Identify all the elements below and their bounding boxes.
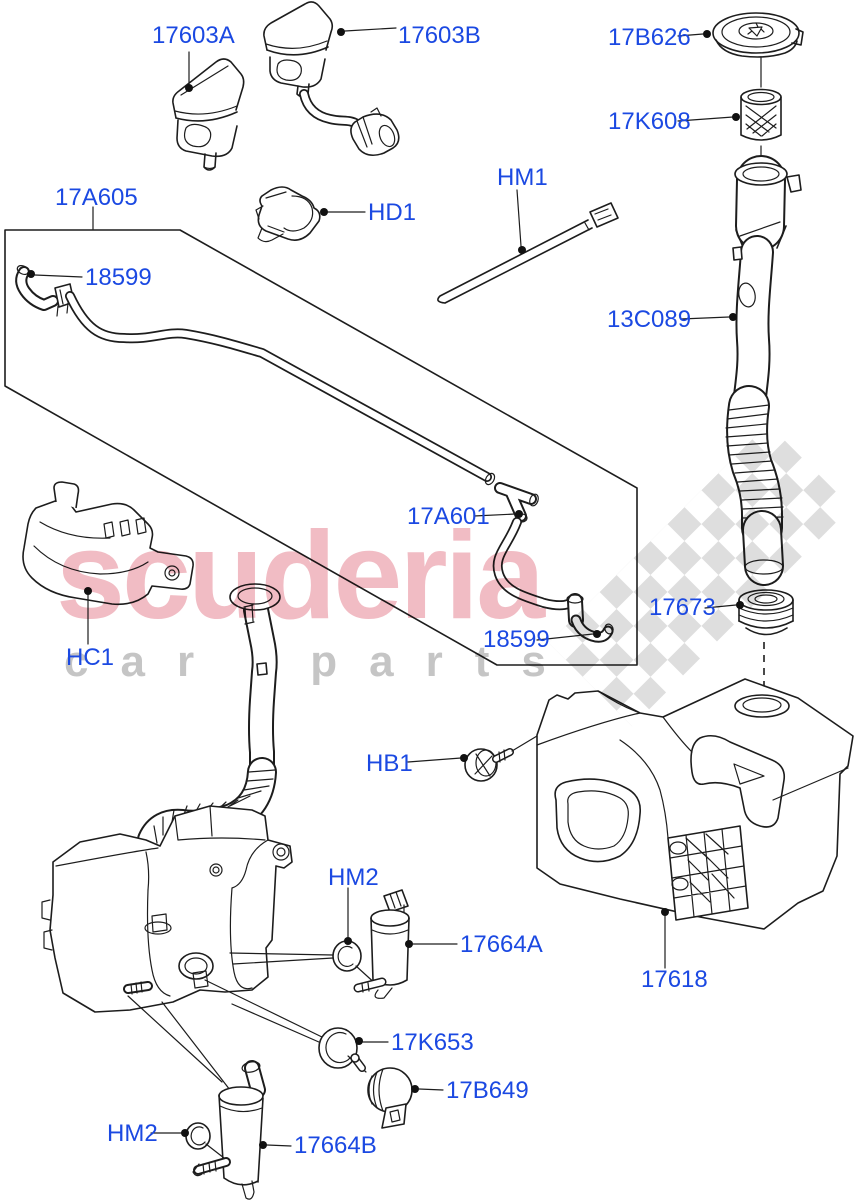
- part-label-18599-upper[interactable]: 18599: [85, 264, 152, 291]
- hose-assembly-drawing: [15, 264, 614, 643]
- pump-b-drawing: [192, 1060, 266, 1200]
- washer-jet-b-drawing: [263, 1, 400, 157]
- reservoir-cap-drawing: [712, 12, 804, 58]
- filter-drawing: [740, 56, 782, 167]
- clip-drawing: [255, 186, 321, 243]
- cable-tie-drawing: [437, 202, 619, 304]
- part-label-HM2-upper[interactable]: HM2: [328, 864, 379, 891]
- part-label-17K653[interactable]: 17K653: [391, 1029, 474, 1056]
- part-label-13C089[interactable]: 13C089: [607, 306, 692, 333]
- part-label-17673[interactable]: 17673: [649, 594, 716, 621]
- part-label-HD1[interactable]: HD1: [368, 199, 417, 226]
- part-label-17618[interactable]: 17618: [641, 966, 708, 993]
- part-label-17664B[interactable]: 17664B: [294, 1132, 377, 1159]
- part-label-17B626[interactable]: 17B626: [608, 24, 691, 51]
- right-reservoir-drawing: [464, 678, 854, 930]
- hose-kit-box-outline: [4, 229, 638, 666]
- part-label-17603A[interactable]: 17603A: [152, 22, 235, 49]
- bracket-drawing: [22, 481, 194, 606]
- part-label-17603B[interactable]: 17603B: [398, 22, 481, 49]
- part-label-17K608[interactable]: 17K608: [608, 108, 691, 135]
- tube-corrugation-ribs: [725, 404, 784, 519]
- level-sensor-drawing: [350, 1053, 413, 1129]
- part-label-17B649[interactable]: 17B649: [446, 1077, 529, 1104]
- part-label-HC1[interactable]: HC1: [66, 644, 115, 671]
- grommet-upper-drawing: [332, 940, 379, 987]
- part-label-17A605[interactable]: 17A605: [55, 184, 138, 211]
- screw-drawing: [464, 735, 538, 782]
- pump-a-drawing: [353, 889, 410, 999]
- grommet-lower-drawing: [185, 1122, 225, 1159]
- part-label-HB1[interactable]: HB1: [366, 750, 413, 777]
- part-label-18599-lower[interactable]: 18599: [483, 626, 550, 653]
- washer-jet-a-drawing: [172, 58, 245, 171]
- part-label-HM2-lower[interactable]: HM2: [107, 1120, 158, 1147]
- part-label-17A601[interactable]: 17A601: [407, 503, 490, 530]
- left-reservoir-drawing: [41, 583, 334, 1091]
- leader-lines: [27, 27, 744, 1149]
- filler-tube-drawing: [725, 155, 802, 586]
- part-label-17664A[interactable]: 17664A: [460, 931, 543, 958]
- part-label-HM1[interactable]: HM1: [497, 164, 548, 191]
